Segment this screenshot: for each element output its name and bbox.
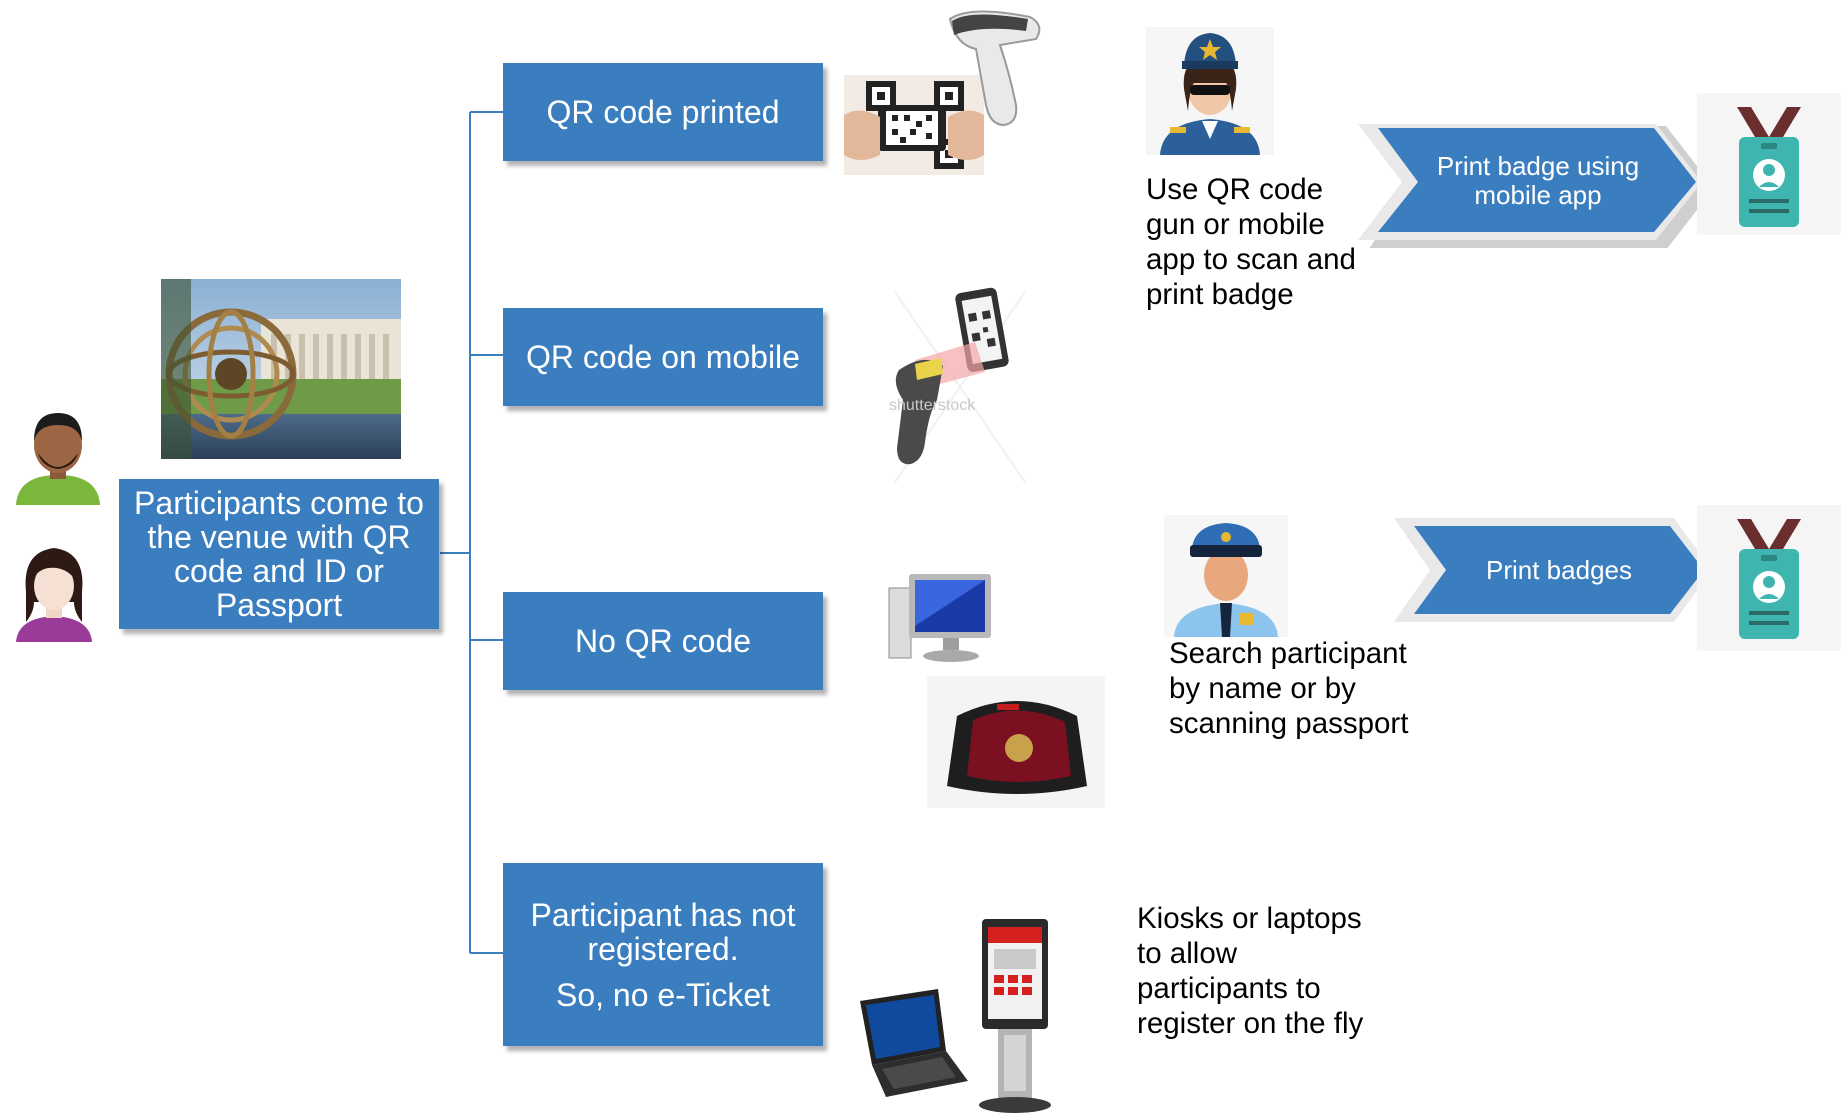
woman-avatar-icon [8,542,100,642]
desktop-computer-icon [885,566,1005,666]
branch-not-registered-line2: So, no e-Ticket [555,976,770,1013]
branch-not-registered: Participant has not registered. So, no e… [503,863,823,1046]
branch-no-qr: No QR code [503,592,823,690]
branch-no-qr-label: No QR code [574,623,752,659]
chevron-arrow-icon [1394,518,1712,622]
passport-scanner-icon [927,676,1105,808]
id-badge-icon [1697,93,1841,235]
branch-qr-mobile-label: QR code on mobile [526,339,800,375]
security-officer-female-icon [1146,27,1274,155]
id-badge-icon [1697,505,1841,651]
branch-qr-mobile: QR code on mobile [503,308,823,406]
arrow-print-badge-mobile-label: Print badge using mobile app [1436,151,1640,210]
svg-text:shutterstock: shutterstock [889,397,976,414]
laptop-icon [850,985,970,1103]
branch-not-registered-line1: Participant has not registered. [530,896,796,967]
start-box: Participants come to the venue with QR c… [119,479,439,629]
qr-code-scanner-icon [840,5,1052,175]
start-label: Participants come to the venue with QR c… [134,485,424,623]
mobile-qr-scanner-icon: shutterstock [885,282,1035,487]
note-search: Search participant by name or by scannin… [1169,637,1409,740]
chevron-arrow-icon [1358,124,1714,248]
branch-qr-printed: QR code printed [503,63,823,161]
note-kiosk: Kiosks or laptops to allow participants … [1137,902,1364,1040]
man-avatar-icon [12,405,104,505]
kiosk-icon [968,915,1063,1115]
arrow-print-badge-mobile: Print badge using mobile app [1358,120,1718,248]
venue-photo-icon [161,279,401,459]
note-qr-scan: Use QR code gun or mobile app to scan an… [1146,173,1356,311]
arrow-print-badges: Print badges [1394,514,1724,624]
security-officer-male-icon [1164,515,1288,637]
arrow-print-badges-label: Print badges [1486,554,1632,585]
branch-qr-printed-label: QR code printed [546,94,780,130]
